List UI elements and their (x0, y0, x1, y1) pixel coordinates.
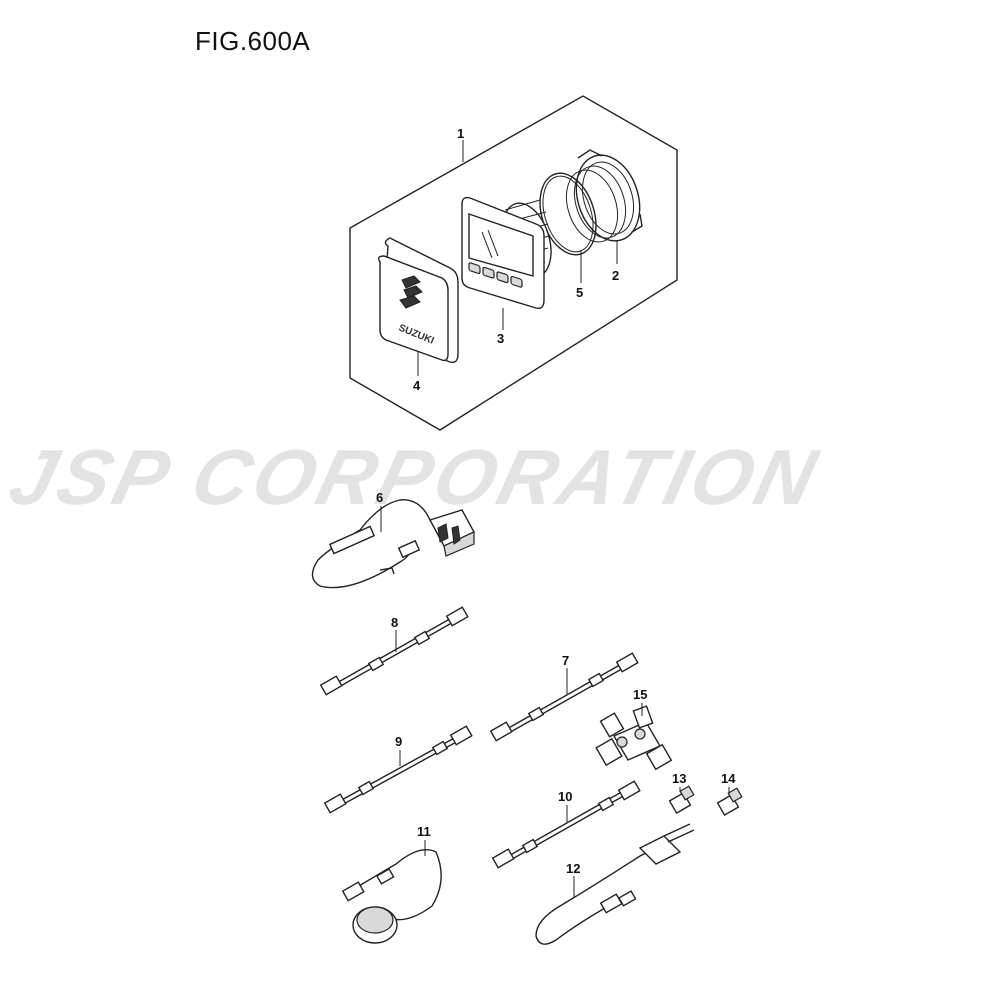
callout-7: 7 (562, 653, 569, 668)
callout-13: 13 (672, 771, 686, 786)
callouts: 1 2 3 4 5 6 7 8 9 10 11 12 13 14 15 (376, 126, 736, 876)
callout-15: 15 (633, 687, 647, 702)
leader-lines (380, 140, 730, 898)
harness-drawing (311, 499, 475, 589)
callout-14: 14 (721, 771, 736, 786)
callout-8: 8 (391, 615, 398, 630)
cover-drawing: SUZUKI (377, 237, 459, 364)
callout-1: 1 (457, 126, 464, 141)
callout-12: 12 (566, 861, 580, 876)
callout-6: 6 (376, 490, 383, 505)
cable-8-drawing (319, 606, 469, 696)
callout-10: 10 (558, 789, 572, 804)
callout-4: 4 (413, 378, 421, 393)
cable-9-drawing (323, 725, 473, 814)
meter-drawing (461, 196, 552, 310)
callout-5: 5 (576, 285, 583, 300)
t-connector-drawing (595, 705, 673, 771)
cable-7-drawing (489, 652, 639, 742)
power-cable-drawing (535, 823, 695, 945)
sensor-cable-drawing (341, 849, 442, 944)
assembly-frame (349, 95, 678, 431)
callout-2: 2 (612, 268, 619, 283)
terminator-14-drawing (716, 787, 743, 817)
terminator-13-drawing (668, 785, 695, 815)
cable-10-drawing (491, 780, 641, 869)
callout-9: 9 (395, 734, 402, 749)
figure-title: FIG.600A (195, 26, 311, 56)
callout-11: 11 (417, 824, 431, 839)
nut-drawing (565, 149, 643, 243)
callout-3: 3 (497, 331, 504, 346)
